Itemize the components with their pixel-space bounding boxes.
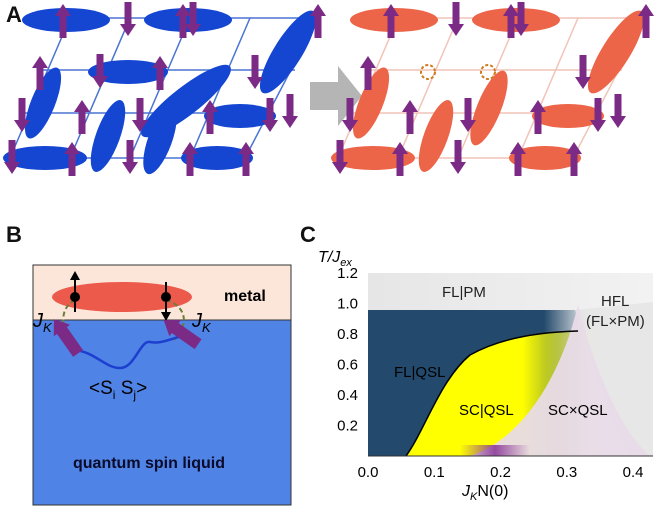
y-tick-label: 0.2 (337, 418, 358, 435)
metal-label: metal (224, 288, 266, 305)
coupling-symbol: J (192, 310, 202, 332)
right-singlet-ellipses (331, 8, 645, 172)
electron-pair-ellipse (52, 282, 192, 312)
panel-a-lattice-diagram (3, 2, 654, 176)
right-lattice (331, 2, 654, 176)
left-lattice (3, 2, 326, 176)
y-tick-label: 0.8 (337, 326, 358, 343)
panel-label-a: A (6, 2, 22, 27)
phase-sc-qsl (406, 331, 600, 456)
phase-fl-qsl (368, 310, 588, 456)
phase-boundary-curve (405, 330, 579, 457)
coupling-label-left: JK (33, 310, 52, 335)
coupling-label-right: JK (192, 310, 211, 335)
x-tick-label: 0.4 (623, 464, 644, 481)
x-tick-label: 0.1 (424, 464, 445, 481)
y-axis-title: T/Jex (318, 249, 352, 269)
panel-label-b: B (6, 222, 22, 247)
y-tick-label: 0.4 (337, 387, 358, 404)
x-axis-title: JKN(0) (461, 483, 508, 503)
chart-axes: 0.0 0.1 0.2 0.3 0.4 0.2 0.4 0.6 0.8 1.0 1.2 (337, 265, 643, 481)
coupling-symbol: J (33, 310, 43, 332)
x-tick-label: 0.0 (358, 464, 379, 481)
region-label-hfl-sub: (FL×PM) (586, 313, 645, 330)
panel-label-c: C (300, 222, 316, 247)
spin-liquid-layer (32, 319, 292, 506)
kondo-loop-left (62, 299, 76, 343)
spin-liquid-label: quantum spin liquid (73, 455, 225, 472)
phase-fl-pm (368, 273, 653, 456)
region-label-fl-qsl: FL|QSL (394, 364, 445, 381)
spin-correlation-curve (74, 333, 186, 370)
region-label-fl-pm: FL|PM (442, 284, 486, 301)
electron-down (161, 282, 171, 321)
phase-sc-x-qsl (470, 305, 650, 456)
vacancy-markers (420, 64, 496, 80)
left-singlet-ellipses (3, 8, 317, 175)
region-label-sc-qsl: SC|QSL (459, 402, 514, 419)
phase-hfl (575, 302, 653, 456)
y-tick-label: 1.2 (337, 265, 358, 282)
coupling-subscript: K (202, 320, 211, 335)
phase-purple-band (460, 445, 530, 456)
y-tick-label: 0.6 (337, 357, 358, 374)
y-tick-label: 1.0 (337, 296, 358, 313)
region-label-sc-x-qsl: SC×QSL (548, 402, 608, 419)
kondo-loop-right (165, 299, 185, 341)
x-tick-label: 0.3 (556, 464, 577, 481)
coupling-subscript: K (43, 320, 52, 335)
electron-up (70, 271, 80, 312)
x-tick-label: 0.2 (490, 464, 511, 481)
region-label-hfl: HFL (601, 293, 629, 310)
spin-correlator-label: <Si Sj> (89, 378, 148, 402)
